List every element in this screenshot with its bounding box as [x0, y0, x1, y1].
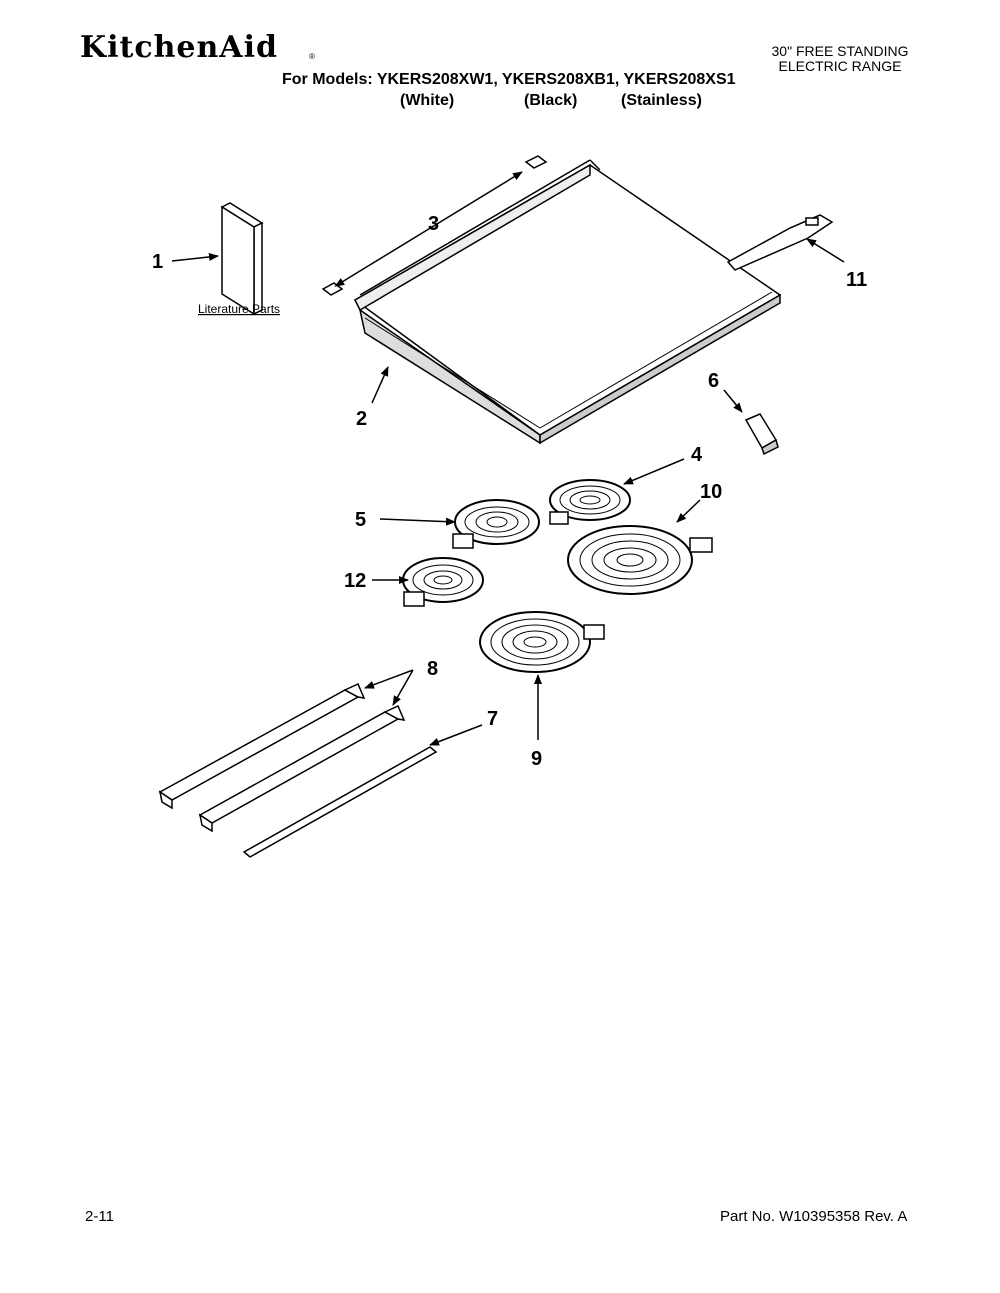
callout-6: 6 [708, 370, 719, 392]
element-part-9 [479, 611, 605, 673]
element-part-4 [549, 479, 631, 525]
bracket-strap [726, 214, 834, 271]
callout-9: 9 [531, 748, 542, 770]
callout-4: 4 [691, 444, 703, 466]
leader-4 [623, 458, 685, 485]
brand-logo: KitchenAid [80, 30, 278, 65]
page-number: 2-11 [85, 1208, 114, 1225]
element-bracket-upper [158, 682, 366, 810]
element-part-10 [567, 525, 713, 595]
leader-7 [429, 724, 483, 746]
variant-white: (White) [400, 92, 455, 109]
leader-6 [723, 389, 743, 413]
models-line: For Models: YKERS208XW1, YKERS208XB1, YK… [282, 71, 736, 88]
callout-7: 7 [487, 708, 498, 730]
callout-5: 5 [355, 509, 366, 531]
callout-1: 1 [152, 251, 163, 273]
variant-stainless: (Stainless) [621, 92, 702, 109]
part-number: Part No. W10395358 Rev. A [720, 1208, 908, 1225]
variant-black: (Black) [524, 92, 578, 109]
cooktop-panel [353, 159, 782, 445]
element-rail [242, 746, 438, 858]
literature-parts-label: Literature Parts [198, 302, 280, 316]
callout-2: 2 [356, 408, 367, 430]
leader-5 [379, 517, 456, 526]
element-bracket-lower [198, 704, 406, 833]
range-type-line2: ELECTRIC RANGE [778, 58, 902, 74]
callout-10: 10 [700, 481, 722, 503]
part-6-bracket [744, 413, 779, 456]
leader-2 [371, 366, 389, 404]
leader-10 [676, 499, 701, 523]
element-part-5 [452, 499, 540, 549]
leader-lines [171, 171, 845, 746]
panel-clip-front [321, 282, 344, 296]
leader-3 [334, 171, 523, 287]
leader-8b [392, 669, 414, 706]
trademark-mark: ® [309, 52, 315, 61]
range-type-line1: 30" FREE STANDING [771, 43, 909, 59]
element-part-12 [402, 557, 484, 607]
literature-booklet [220, 202, 264, 316]
callout-8: 8 [427, 658, 438, 680]
callout-11: 11 [846, 269, 867, 291]
leader-11 [806, 238, 845, 263]
callout-3: 3 [428, 213, 439, 235]
callout-12: 12 [344, 570, 366, 592]
leader-8a [364, 669, 414, 689]
panel-clip-rear [524, 155, 548, 169]
range-type: 30" FREE STANDING ELECTRIC RANGE [740, 44, 940, 74]
leader-1 [171, 252, 219, 262]
